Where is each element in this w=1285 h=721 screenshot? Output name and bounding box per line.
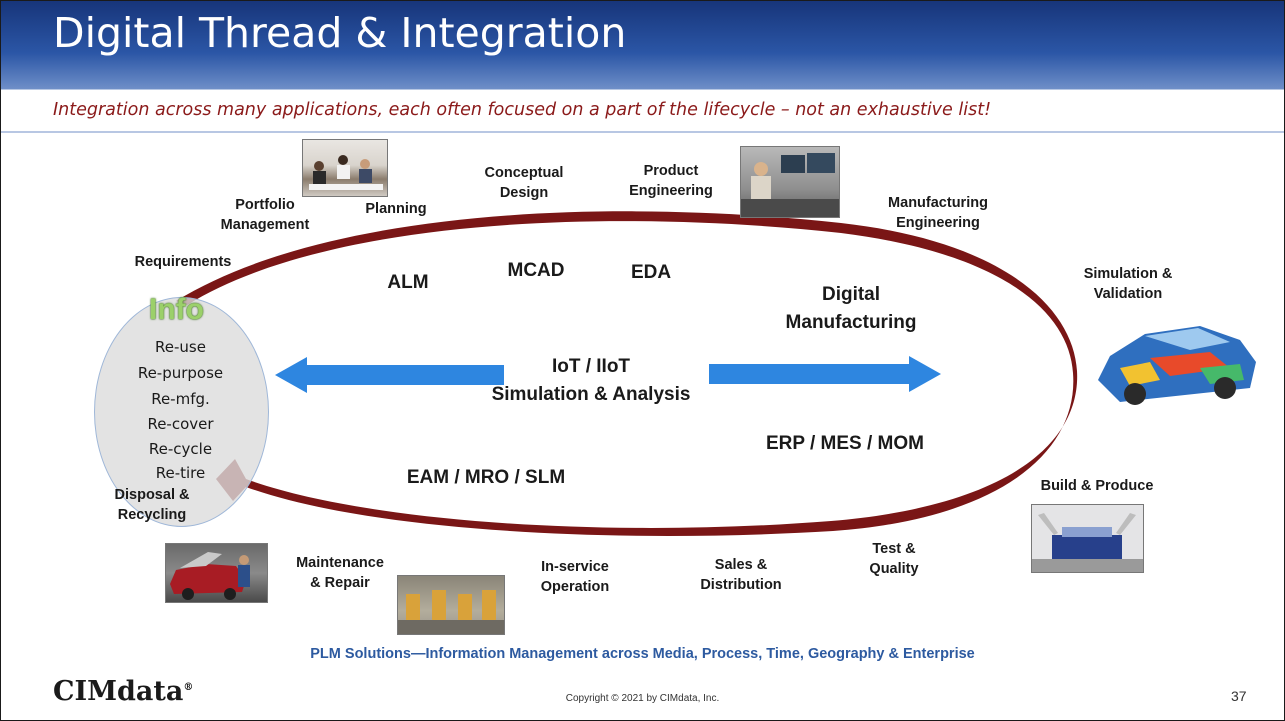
slide-subtitle: Integration across many applications, ea… [53, 100, 992, 120]
info-title: Info [149, 293, 204, 326]
header-divider [1, 131, 1284, 133]
info-circle [94, 297, 269, 527]
stage-sales-distribution: Sales &Distribution [700, 557, 782, 593]
page-number: 37 [1231, 688, 1247, 704]
engineer-workstation-photo [740, 146, 840, 218]
info-item: Re-tire [155, 464, 206, 482]
footer-tagline: PLM Solutions—Information Management acr… [310, 646, 975, 662]
left-arrow [275, 357, 504, 393]
copyright-notice: Copyright © 2021 by CIMdata, Inc. [565, 693, 720, 704]
stage-planning: Planning [365, 201, 427, 217]
info-item: Re-use [155, 338, 206, 356]
simulation-car-photo [1090, 310, 1262, 413]
car-repair-photo [165, 543, 268, 603]
stage-simulation-validation: Simulation &Validation [1083, 266, 1173, 302]
factory-operation-photo [397, 575, 505, 635]
stage-test-quality: Test &Quality [869, 541, 919, 577]
info-item: Re-cover [147, 415, 214, 433]
stage-disposal-recycling: Disposal &Recycling [114, 487, 190, 523]
slide-title: Digital Thread & Integration [53, 9, 627, 57]
app-mcad: MCAD [507, 260, 565, 281]
cimdata-logo: CIMdata® [53, 676, 194, 707]
stage-requirements: Requirements [134, 254, 232, 270]
stage-maintenance-repair: Maintenance& Repair [296, 555, 384, 591]
title-banner: Digital Thread & Integration [1, 1, 1284, 131]
app-alm: ALM [387, 272, 429, 293]
right-arrow [709, 356, 941, 392]
build-robot-photo [1031, 504, 1144, 573]
info-item: Re-mfg. [151, 390, 210, 408]
stage-build-produce: Build & Produce [1040, 478, 1154, 494]
app-eam-mro-slm: EAM / MRO / SLM [406, 467, 566, 488]
app-erp-mes-mom: ERP / MES / MOM [765, 433, 924, 454]
app-eda: EDA [630, 262, 672, 283]
info-item: Re-cycle [148, 440, 213, 458]
info-item: Re-purpose [137, 364, 224, 382]
planning-meeting-photo [302, 139, 388, 197]
